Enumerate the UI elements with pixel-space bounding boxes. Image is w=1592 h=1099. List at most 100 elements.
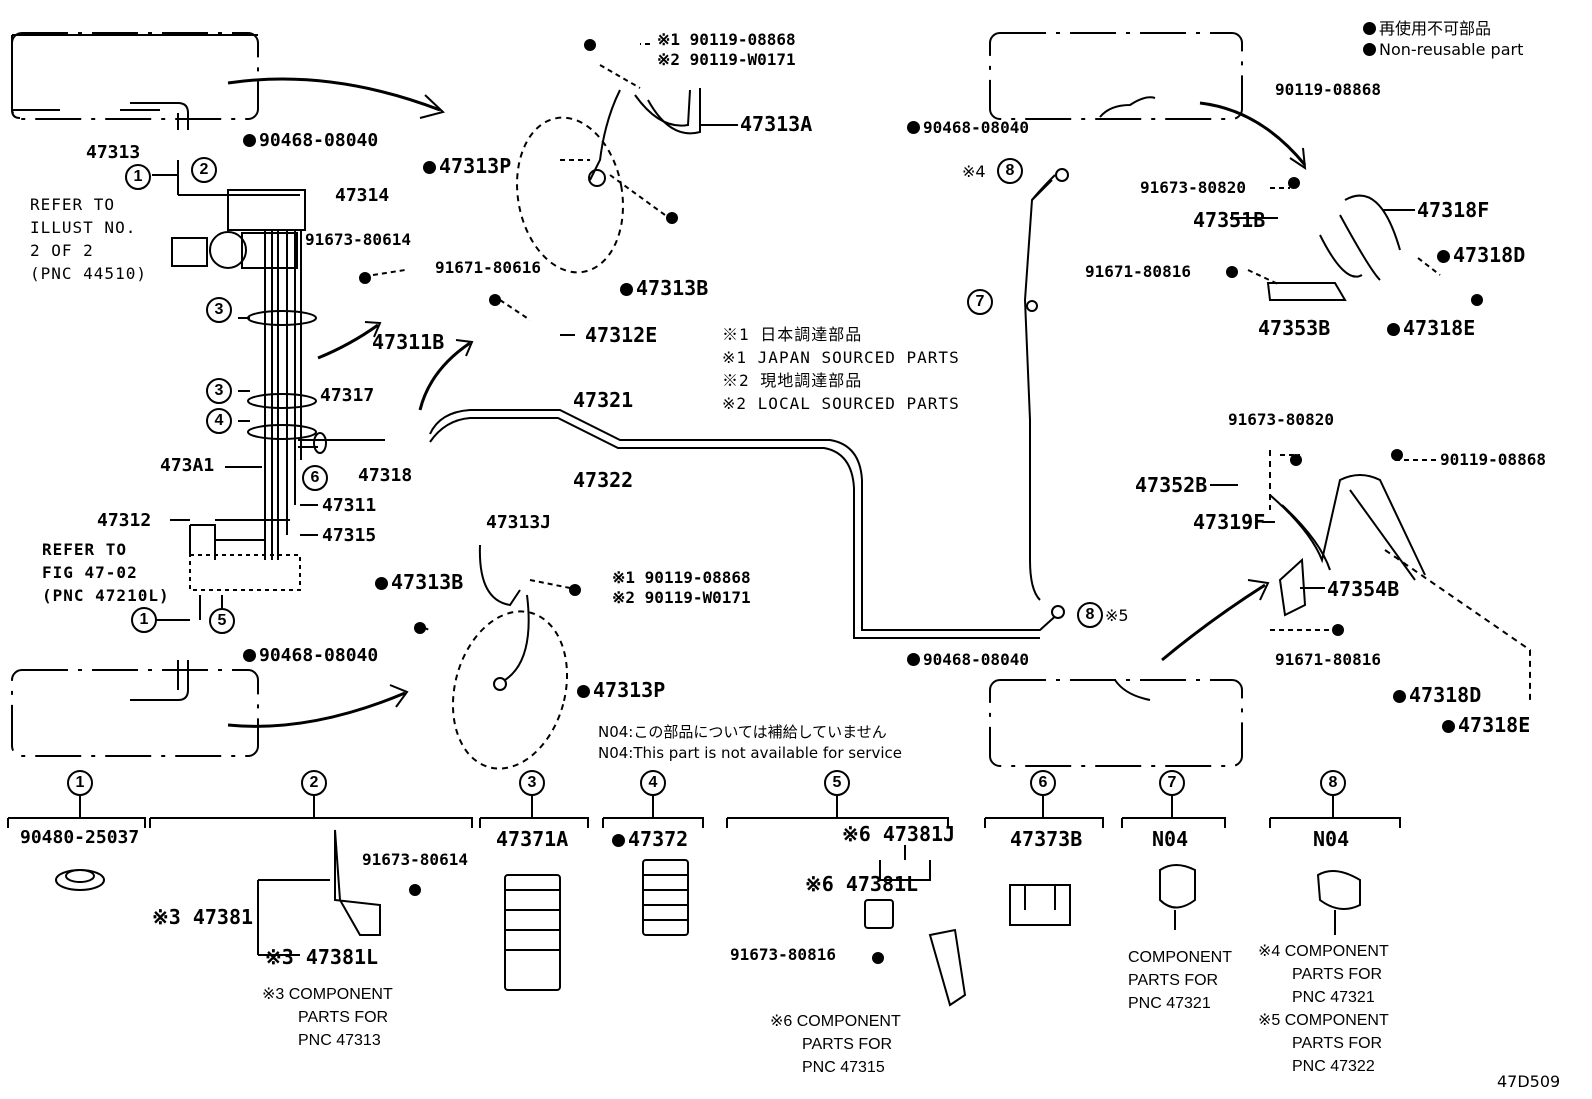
bottom-n04-8: N04 [1313,827,1350,851]
non-reusable-dot-icon [577,685,590,698]
label-90119-r2: 90119-08868 [1440,450,1546,469]
label-s4: ※4 [962,162,986,181]
label-47322: 47322 [573,468,634,492]
label-47312E: 47312E [585,323,658,347]
non-reusable-dot-icon [243,649,256,662]
label-47315: 47315 [322,525,377,546]
bottom-n04-7: N04 [1152,827,1189,851]
label-s5: ※5 [1105,606,1129,625]
non-reusable-dot-icon [423,161,436,174]
label-47353B: 47353B [1258,316,1331,340]
label-47313P-top: 47313P [423,154,511,178]
legend-dot-icon [1363,43,1376,56]
label-47321: 47321 [573,388,634,412]
non-reusable-dot-icon [1442,720,1455,733]
label-91673-r1: 91673-80820 [1140,178,1246,197]
label-47318D-r1: 47318D [1437,243,1525,267]
label-s2b: ※2 90119-W0171 [612,588,751,607]
non-reusable-dot-icon [375,577,388,590]
label-47318E-r1: 47318E [1387,316,1475,340]
label-473A1: 473A1 [160,455,215,476]
bottom-47381L-6: ※6 47381L [805,872,919,896]
label-47311B: 47311B [372,330,445,354]
label-47311: 47311 [322,495,377,516]
label-90119-r1: 90119-08868 [1275,80,1381,99]
callout-8-a: 8 [997,158,1023,184]
non-reusable-dot-icon [620,283,633,296]
label-47354B: 47354B [1327,577,1400,601]
label-91671-r1: 91671-80816 [1085,262,1191,281]
label-90468-b: 90468-08040 [243,645,378,666]
callout-3-b: 3 [206,378,232,404]
bottom-91673-80816: 91673-80816 [730,945,836,964]
non-reusable-dot-icon [1387,323,1400,336]
label-47313J: 47313J [486,512,552,533]
label-s2a: ※2 90119-W0171 [657,50,796,69]
legend-en: Non-reusable part [1363,40,1523,59]
callout-4: 4 [206,408,232,434]
label-91671-80616: 91671-80616 [435,258,541,277]
bottom-47381J: ※6 47381J [842,822,956,846]
label-90468-d: 90468-08040 [907,650,1029,669]
non-reusable-dot-icon [612,834,625,847]
figure-code: 47D509 [1497,1072,1561,1091]
label-47314: 47314 [335,185,390,206]
bottom-47381L: ※3 47381L [265,945,379,969]
bottom-90480: 90480-25037 [20,827,140,848]
non-reusable-dot-icon [243,134,256,147]
callout-2: 2 [191,157,217,183]
callout-6: 6 [302,465,328,491]
label-47313P-bot: 47313P [577,678,665,702]
callout-1-a: 1 [125,164,151,190]
label-91673-r2: 91673-80820 [1228,410,1334,429]
n04-note-en: N04:This part is not available for servi… [598,744,902,762]
callout-8-b: 8 [1077,602,1103,628]
bottom-47371A: 47371A [496,827,569,851]
bottom-47381: ※3 47381 [152,905,254,929]
label-s1b: ※1 90119-08868 [612,568,751,587]
key-5: 5 [824,770,850,796]
key-4: 4 [640,770,666,796]
label-47313A: 47313A [740,112,813,136]
label-47317: 47317 [320,385,375,406]
non-reusable-dot-icon [1437,250,1450,263]
label-s1a: ※1 90119-08868 [657,30,796,49]
bottom-47372: 47372 [612,827,688,851]
key-8: 8 [1320,770,1346,796]
label-47318F: 47318F [1417,198,1490,222]
bottom-47373B: 47373B [1010,827,1083,851]
legend-jp: 再使用不可部品 [1363,15,1491,39]
label-91671-r2: 91671-80816 [1275,650,1381,669]
label-47313: 47313 [86,142,141,163]
label-47313B-top: 47313B [620,276,708,300]
non-reusable-dot-icon [907,653,920,666]
label-91673-80614: 91673-80614 [305,230,411,249]
callout-3-a: 3 [206,297,232,323]
non-reusable-dot-icon [1393,690,1406,703]
key-2: 2 [301,770,327,796]
key-7: 7 [1159,770,1185,796]
sourcing-notes: ※1 日本調達部品※1 JAPAN SOURCED PARTS※2 現地調達部品… [722,325,960,413]
label-90468-c: 90468-08040 [907,118,1029,137]
label-47319F: 47319F [1193,510,1266,534]
label-47312: 47312 [97,510,152,531]
label-47318D-r2: 47318D [1393,683,1481,707]
legend-dot-icon [1363,22,1376,35]
key-6: 6 [1030,770,1056,796]
label-90468-a: 90468-08040 [243,130,378,151]
label-47318: 47318 [358,465,413,486]
label-47351B: 47351B [1193,208,1266,232]
key-1: 1 [67,770,93,796]
bottom-91673-80614: 91673-80614 [362,850,468,869]
key-3: 3 [519,770,545,796]
non-reusable-dot-icon [907,121,920,134]
callout-1-b: 1 [131,607,157,633]
